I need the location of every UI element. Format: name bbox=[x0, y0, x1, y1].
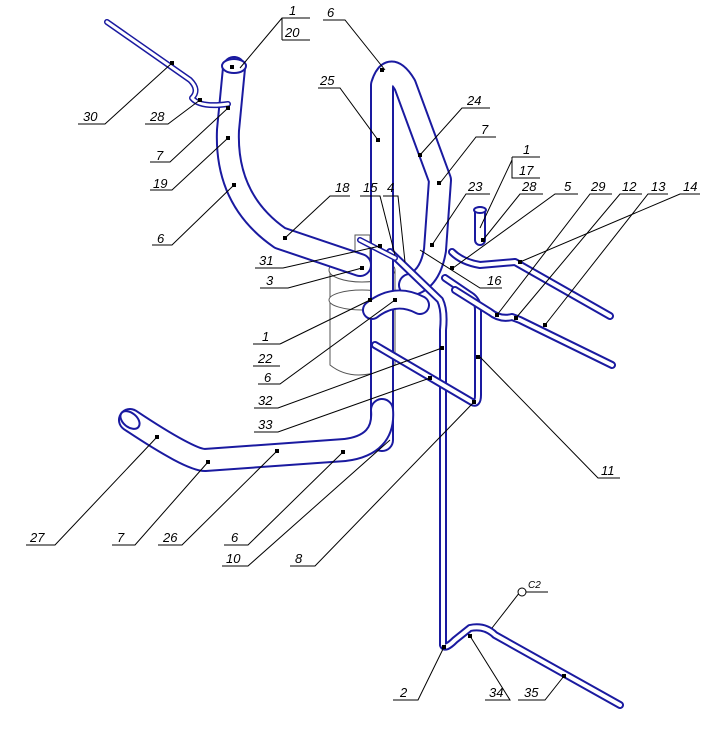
label-4: 4 bbox=[387, 180, 394, 195]
label-7-top-right: 7 bbox=[481, 122, 489, 137]
label-7-left: 7 bbox=[156, 148, 164, 163]
label-6-top: 6 bbox=[327, 5, 335, 20]
label-24: 24 bbox=[466, 93, 481, 108]
pipe-end-caps bbox=[119, 58, 487, 430]
label-30: 30 bbox=[83, 109, 98, 124]
label-20: 20 bbox=[284, 25, 300, 40]
label-2: 2 bbox=[399, 685, 408, 700]
label-6-bottom: 6 bbox=[231, 530, 239, 545]
part-labels: 1 20 6 25 24 7 30 28 7 19 6 18 15 4 23 1… bbox=[29, 3, 697, 700]
label-35: 35 bbox=[524, 685, 539, 700]
leader-lines bbox=[26, 17, 700, 701]
label-25: 25 bbox=[319, 73, 335, 88]
label-c2: C2 bbox=[528, 580, 541, 591]
label-5: 5 bbox=[564, 179, 572, 194]
label-22: 22 bbox=[257, 351, 273, 366]
label-14: 14 bbox=[683, 179, 697, 194]
label-15: 15 bbox=[363, 180, 378, 195]
label-12: 12 bbox=[622, 179, 637, 194]
label-28-right: 28 bbox=[521, 179, 537, 194]
label-19: 19 bbox=[153, 176, 167, 191]
large-pipes bbox=[118, 56, 452, 472]
label-28-left: 28 bbox=[149, 109, 165, 124]
label-16: 16 bbox=[487, 273, 502, 288]
label-3: 3 bbox=[266, 273, 274, 288]
label-1-mid: 1 bbox=[262, 329, 269, 344]
small-pipes bbox=[104, 19, 624, 709]
marker-dots bbox=[155, 61, 566, 678]
label-13: 13 bbox=[651, 179, 666, 194]
label-29: 29 bbox=[590, 179, 605, 194]
label-6-mid: 6 bbox=[264, 370, 272, 385]
label-26: 26 bbox=[162, 530, 178, 545]
label-23: 23 bbox=[467, 179, 483, 194]
label-34: 34 bbox=[489, 685, 503, 700]
label-8: 8 bbox=[295, 551, 303, 566]
label-1-right: 1 bbox=[523, 142, 530, 157]
label-31: 31 bbox=[259, 253, 273, 268]
label-33: 33 bbox=[258, 417, 273, 432]
label-32: 32 bbox=[258, 393, 273, 408]
label-6-left: 6 bbox=[157, 231, 165, 246]
label-1-top: 1 bbox=[289, 3, 296, 18]
label-11: 11 bbox=[601, 463, 615, 478]
label-17: 17 bbox=[519, 163, 534, 178]
label-7-bottom: 7 bbox=[117, 530, 125, 545]
label-18: 18 bbox=[335, 180, 350, 195]
label-10: 10 bbox=[226, 551, 241, 566]
label-27: 27 bbox=[29, 530, 45, 545]
